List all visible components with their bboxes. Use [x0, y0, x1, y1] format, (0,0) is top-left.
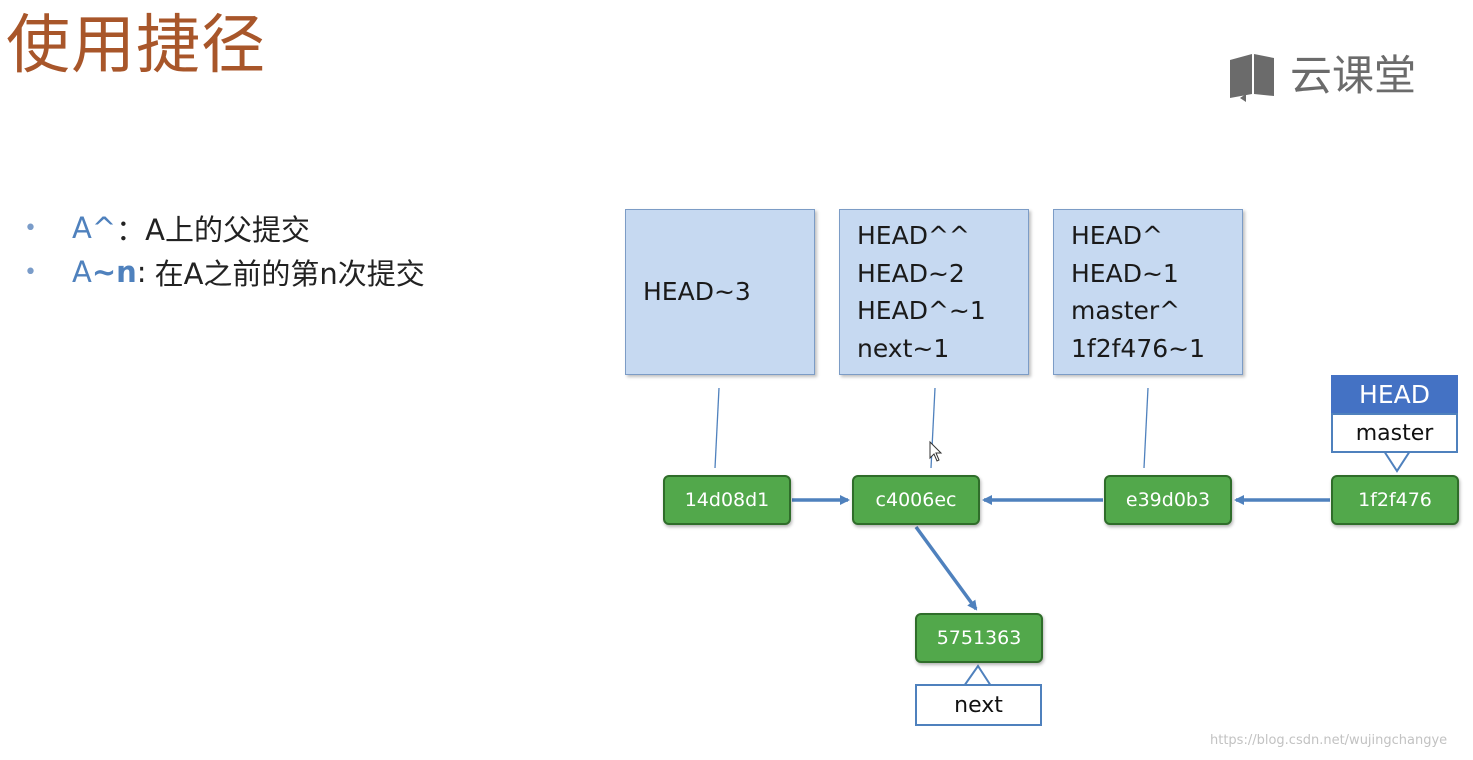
branch-arrow — [914, 525, 978, 611]
commit-node: 5751363 — [915, 613, 1043, 663]
watermark: https://blog.csdn.net/wujingchangye — [1210, 733, 1448, 748]
commit-node: 14d08d1 — [663, 475, 791, 525]
bullet-separator: : — [136, 255, 147, 289]
branch-label-master: master — [1331, 413, 1458, 453]
logo: 云课堂 — [1226, 48, 1416, 104]
ref-name: master^ — [1071, 296, 1181, 325]
bullet-description: A上的父提交 — [145, 213, 310, 247]
bullet-term-operator: ~n — [91, 255, 137, 289]
bullet-term: A^ — [72, 211, 117, 245]
bullet-list: • A^ ： A上的父提交 • A~n: 在A之前的第n次提交 — [24, 206, 425, 294]
bullet-ancestor: • A~n: 在A之前的第n次提交 — [24, 250, 425, 294]
ref-name: HEAD^~1 — [857, 296, 986, 325]
bullet-parent: • A^ ： A上的父提交 — [24, 206, 425, 250]
book-icon — [1230, 54, 1274, 102]
ref-name: HEAD~2 — [857, 258, 965, 288]
ref-name: HEAD~1 — [1071, 258, 1179, 288]
slide-title: 使用捷径 — [6, 9, 266, 83]
callout-line — [714, 387, 720, 469]
bullet-term-base: A — [72, 255, 92, 289]
commit-node: c4006ec — [852, 475, 980, 525]
head-label: HEAD — [1331, 375, 1458, 413]
master-pointer — [1382, 450, 1412, 473]
bullet-dot: • — [24, 259, 37, 285]
bullet-description: 在A之前的第n次提交 — [154, 257, 425, 291]
ref-box-e39d0b3: HEAD^ HEAD~1 master^ 1f2f476~1 — [1053, 209, 1243, 375]
ref-name: next~1 — [857, 333, 950, 363]
ref-name: HEAD~3 — [643, 277, 751, 307]
mouse-cursor-icon — [929, 440, 943, 462]
ref-box-c4006ec: HEAD^^ HEAD~2 HEAD^~1 next~1 — [839, 209, 1029, 375]
logo-text: 云课堂 — [1290, 51, 1417, 100]
commit-node: e39d0b3 — [1104, 475, 1232, 525]
ref-box-14d08d1: HEAD~3 — [625, 209, 815, 375]
next-pointer — [962, 664, 993, 687]
bullet-dot: • — [24, 215, 37, 241]
ref-name: 1f2f476~1 — [1071, 333, 1205, 363]
callout-line — [1143, 387, 1149, 469]
commit-node: 1f2f476 — [1331, 475, 1459, 525]
ref-name: HEAD^^ — [857, 221, 970, 250]
ref-name: HEAD^ — [1071, 221, 1163, 250]
branch-label-next: next — [915, 684, 1042, 726]
bullet-separator: ： — [116, 213, 146, 247]
